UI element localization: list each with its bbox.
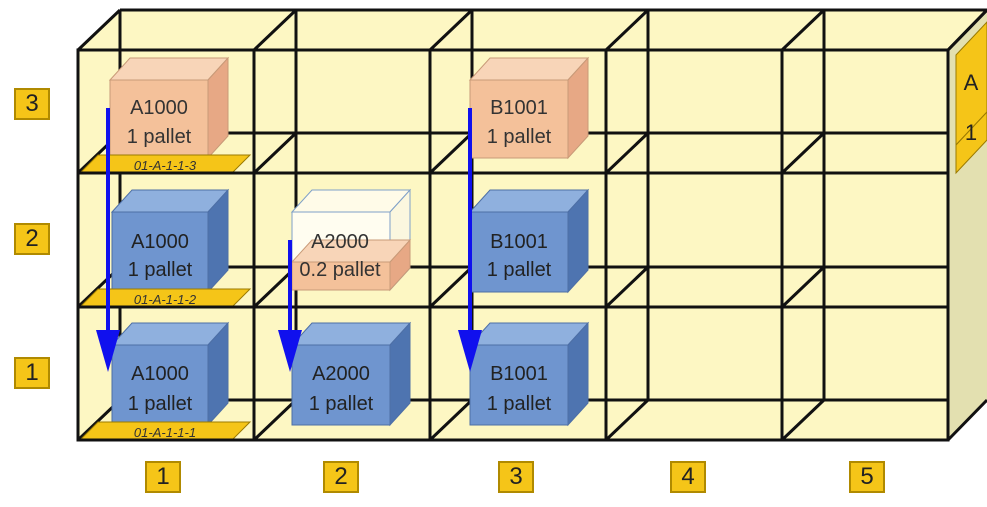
side-tag-letter: A bbox=[964, 70, 979, 95]
side-tag: A 1 bbox=[955, 21, 987, 175]
box-qty-label: 1 pallet bbox=[487, 259, 552, 281]
box-qty-label: 1 pallet bbox=[128, 259, 193, 281]
location-tag-3: 01-A-1-1-3 bbox=[78, 154, 252, 174]
rack-front-frame bbox=[76, 8, 987, 442]
rack-top bbox=[78, 10, 987, 50]
box-c3-r3: B1001 1 pallet bbox=[468, 56, 590, 160]
location-tag-text: 01-A-1-1-1 bbox=[134, 425, 196, 440]
location-tag-1: 01-A-1-1-1 bbox=[78, 421, 252, 441]
box-sku-label: B1001 bbox=[490, 97, 548, 119]
column-label-2: 2 bbox=[323, 461, 359, 493]
box-c3-r1: B1001 1 pallet bbox=[468, 321, 590, 427]
box-sku-label: A2000 bbox=[311, 231, 369, 253]
box-c1-r2: A1000 1 pallet bbox=[110, 188, 230, 294]
box-qty-label: 1 pallet bbox=[127, 126, 192, 148]
column-label-4: 4 bbox=[670, 461, 706, 493]
flow-arrows bbox=[96, 108, 482, 372]
location-tag-text: 01-A-1-1-3 bbox=[134, 158, 197, 173]
column-label-1: 1 bbox=[145, 461, 181, 493]
box-sku-label: B1001 bbox=[490, 231, 548, 253]
side-tag-number: 1 bbox=[965, 120, 977, 145]
box-c2-r2: A2000 0.2 pallet bbox=[290, 188, 412, 292]
box-c3-r2: B1001 1 pallet bbox=[468, 188, 590, 294]
box-qty-label: 0.2 pallet bbox=[299, 259, 381, 281]
box-qty-label: 1 pallet bbox=[487, 126, 552, 148]
box-sku-label: A1000 bbox=[131, 231, 189, 253]
box-qty-label: 1 pallet bbox=[128, 393, 193, 415]
row-label-1: 1 bbox=[14, 357, 50, 389]
row-label-2: 2 bbox=[14, 223, 50, 255]
location-tag-text: 01-A-1-1-2 bbox=[134, 292, 197, 307]
box-c1-r3: A1000 1 pallet bbox=[108, 56, 230, 160]
location-tag-2: 01-A-1-1-2 bbox=[78, 288, 252, 308]
box-sku-label: A1000 bbox=[130, 97, 188, 119]
box-c2-r1: A2000 1 pallet bbox=[290, 321, 412, 427]
box-sku-label: B1001 bbox=[490, 363, 548, 385]
row-label-3: 3 bbox=[14, 88, 50, 120]
box-qty-label: 1 pallet bbox=[309, 393, 374, 415]
box-c1-r1: A1000 1 pallet bbox=[110, 321, 230, 427]
column-label-5: 5 bbox=[849, 461, 885, 493]
box-sku-label: A1000 bbox=[131, 363, 189, 385]
box-sku-label: A2000 bbox=[312, 363, 370, 385]
column-label-3: 3 bbox=[498, 461, 534, 493]
box-qty-label: 1 pallet bbox=[487, 393, 552, 415]
